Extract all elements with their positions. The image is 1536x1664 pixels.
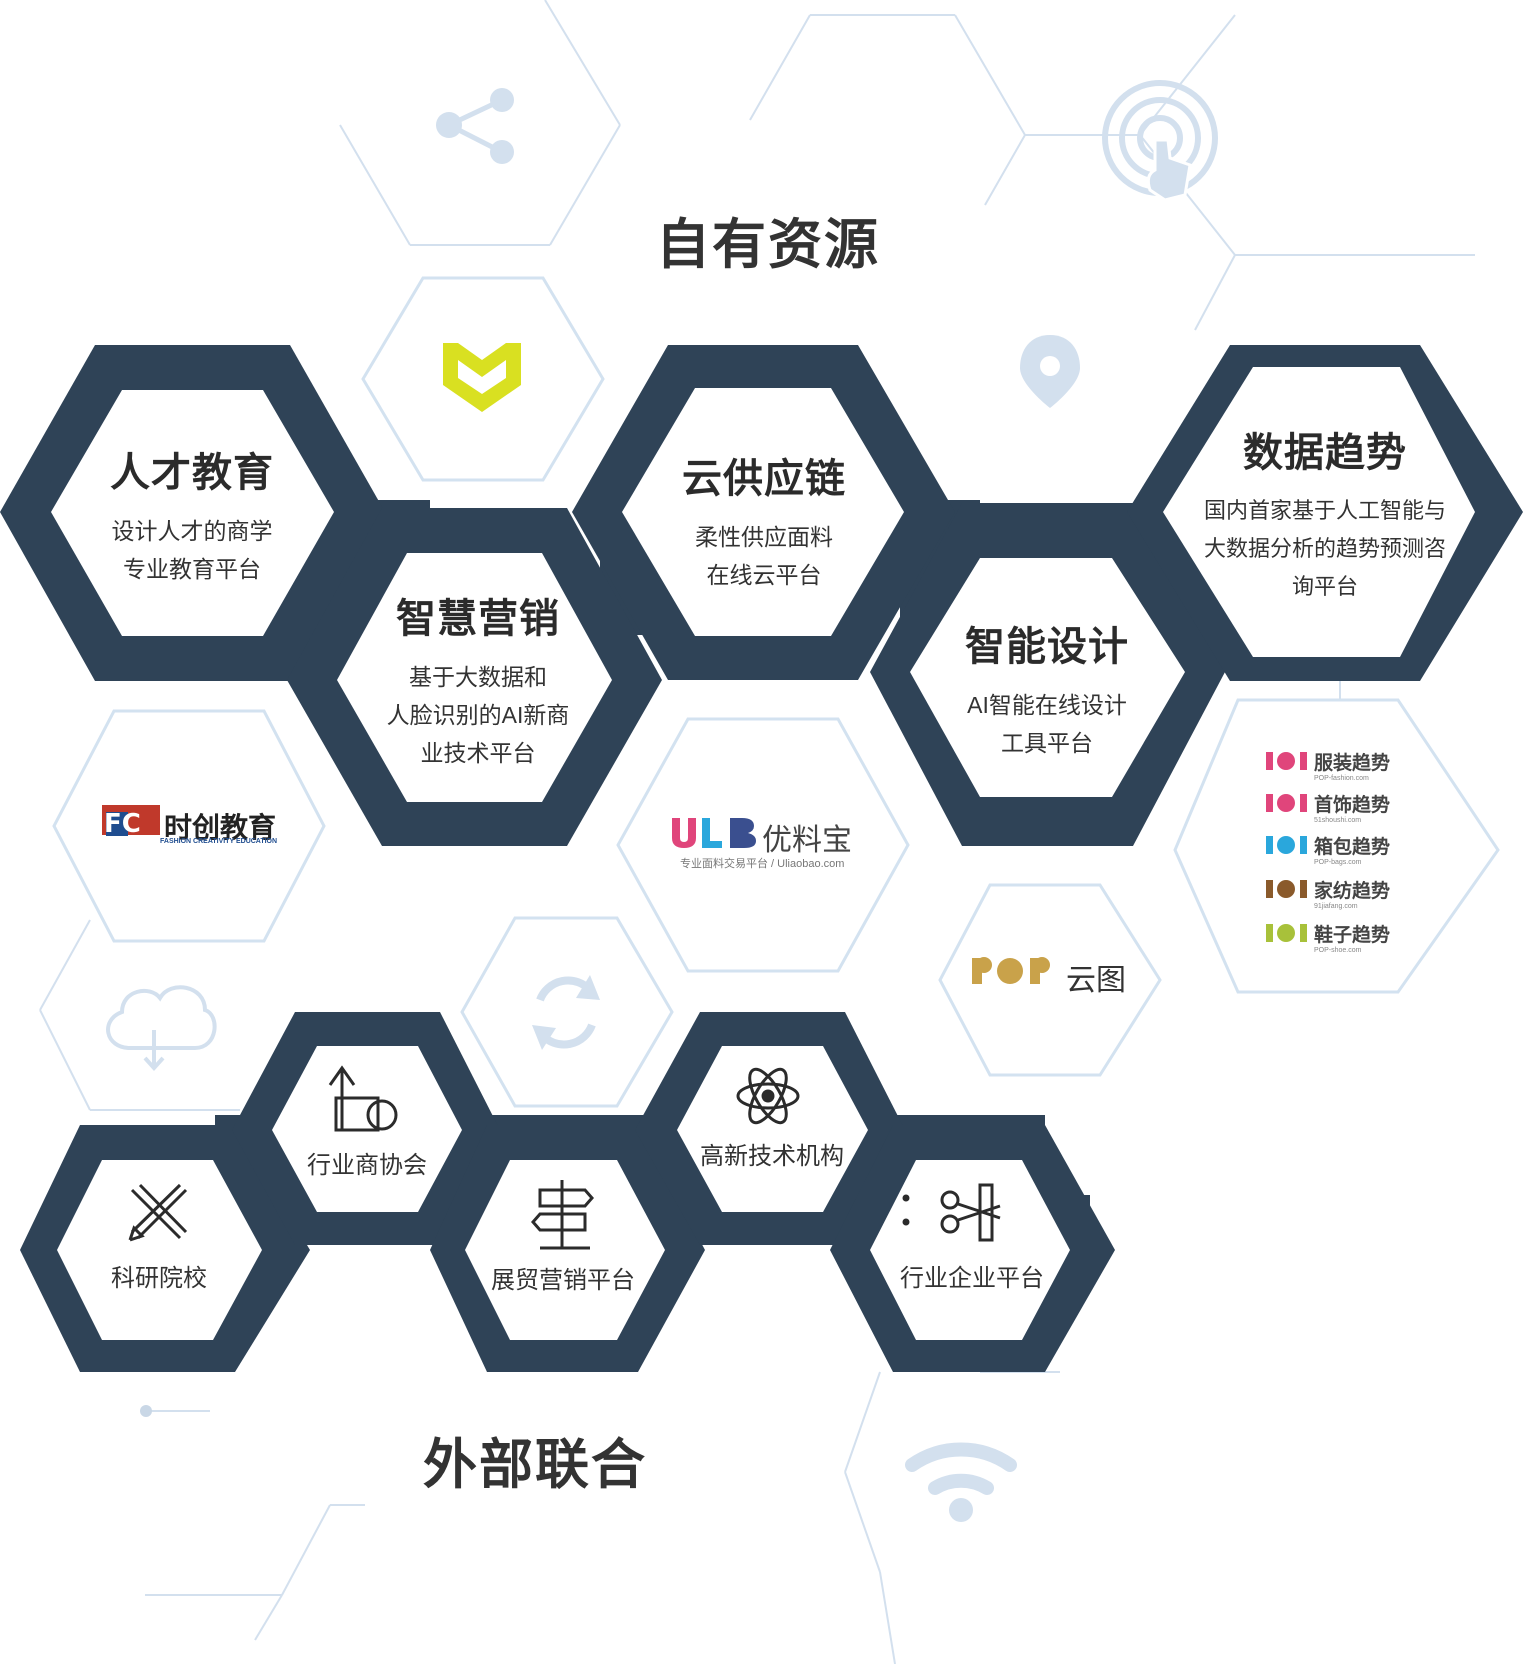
pop-list-sub: POP-bags.com [1314, 859, 1362, 866]
pop-list-name: 鞋子趋势 [1314, 924, 1391, 946]
pop-list-name: 箱包趋势 [1314, 836, 1391, 858]
pop-list-name: 家纺趋势 [1314, 880, 1391, 902]
hex-outline-yellow-logo [361, 276, 605, 482]
pop-list-sub: POP-fashion.com [1314, 775, 1369, 782]
fc-logo-name: 时创教育 [164, 811, 277, 844]
own-desc-line: 设计人才的商学 [111, 518, 273, 544]
own-desc-line: 人脸识别的AI新商 [386, 702, 570, 728]
yellow-m-logo [443, 343, 521, 412]
ulb-logo-name: 优料宝 [762, 823, 852, 858]
pop-list-item: 服装趋势 POP-fashion.com [1314, 748, 1390, 782]
line-node-dot [140, 1405, 152, 1417]
own-title: 智慧营销 [395, 596, 560, 642]
white-hexagons [51, 367, 1475, 802]
pop-list-sub: POP-shoe.com [1314, 947, 1362, 954]
own-desc-line: 大数据分析的趋势预测咨 [1203, 536, 1447, 561]
pop-list-marks [1266, 752, 1307, 942]
own-desc: 国内首家基于人工智能与 大数据分析的趋势预测咨 询平台 [1204, 492, 1446, 606]
own-desc-line: 工具平台 [1001, 730, 1093, 756]
hex-outline-ulb-logo [616, 717, 910, 973]
own-desc-line: 询平台 [1291, 574, 1359, 599]
own-desc-line: 在线云平台 [706, 562, 822, 588]
own-desc: AI智能在线设计 工具平台 [965, 686, 1129, 762]
pop-list-item: 箱包趋势 POP-bags.com [1314, 832, 1390, 866]
pop-list-item: 首饰趋势 51shoushi.com [1314, 790, 1390, 824]
ulb-logo-mark [672, 818, 756, 848]
pop-list-name: 首饰趋势 [1314, 794, 1391, 816]
touch-icon [1102, 80, 1218, 202]
external-research-label: 科研院校 [111, 1265, 207, 1292]
own-desc-line: 柔性供应面料 [695, 524, 833, 550]
pop-list-item: 家纺趋势 91jiafang.com [1314, 876, 1390, 910]
wifi-icon [905, 1442, 1017, 1522]
signpost-icon [531, 1180, 594, 1250]
own-desc-line: 国内首家基于人工智能与 [1203, 498, 1447, 523]
svg-text:FC: FC [104, 809, 141, 839]
own-title: 智能设计 [965, 624, 1129, 670]
pencil-ruler-icon [128, 1183, 188, 1242]
external-association-label: 行业商协会 [307, 1152, 427, 1179]
share-icon [436, 88, 514, 164]
refresh-icon [532, 975, 600, 1050]
hex-outline-fc-logo [52, 709, 326, 943]
pop-cloud-name: 云图 [1066, 964, 1126, 997]
pop-cloud-mark [972, 957, 1050, 984]
atom-icon [736, 1067, 800, 1125]
own-talent-education: 人才教育 设计人才的商学 专业教育平台 [110, 440, 274, 588]
own-title: 云供应链 [682, 456, 846, 502]
hex-outline-pop-list [1173, 698, 1500, 994]
outline-hexagons [52, 276, 1500, 1108]
hex-outline-pop-cloud [938, 883, 1162, 1077]
fc-logo-mark: FC [102, 805, 160, 839]
external-white [57, 1046, 1070, 1340]
own-cloud-supply-chain: 云供应链 柔性供应面料 在线云平台 [682, 446, 846, 594]
own-smart-marketing: 智慧营销 基于大数据和 人脸识别的AI新商 业技术平台 [387, 586, 570, 772]
location-pin-icon [1020, 335, 1080, 408]
own-desc: 柔性供应面料 在线云平台 [682, 518, 846, 594]
scissors-tape-icon [902, 1183, 1001, 1242]
finance-growth-icon [328, 1065, 398, 1132]
pop-list-sub: 51shoushi.com [1314, 817, 1362, 824]
pop-list-sub: 91jiafang.com [1314, 903, 1358, 910]
pop-list-item: 鞋子趋势 POP-shoe.com [1314, 920, 1390, 954]
own-desc-line: 业技术平台 [420, 740, 536, 766]
hex-outline-refresh [460, 916, 674, 1108]
pop-list-name: 服装趋势 [1314, 752, 1391, 774]
own-title: 数据趋势 [1242, 430, 1407, 476]
own-title: 人才教育 [110, 450, 274, 496]
own-desc-line: 基于大数据和 [408, 664, 547, 690]
external-expo-label: 展贸营销平台 [491, 1267, 635, 1294]
own-desc-line: 专业教育平台 [123, 556, 261, 582]
section-title-own: 自有资源 [656, 213, 880, 276]
ulb-logo-tag: 专业面料交易平台 / Uliaobao.com [680, 858, 845, 870]
own-data-trend: 数据趋势 国内首家基于人工智能与 大数据分析的趋势预测咨 询平台 [1204, 420, 1446, 606]
own-desc-line: AI智能在线设计 [967, 692, 1127, 718]
own-smart-design: 智能设计 AI智能在线设计 工具平台 [965, 614, 1129, 762]
external-hightech-label: 高新技术机构 [700, 1143, 844, 1170]
own-desc: 设计人才的商学 专业教育平台 [110, 512, 274, 588]
fc-logo-tag: FASHION CREATIVITY EDUCATION [160, 838, 278, 845]
own-desc: 基于大数据和 人脸识别的AI新商 业技术平台 [387, 658, 570, 772]
section-title-external: 外部联合 [423, 1433, 647, 1496]
cloud-download-icon [106, 985, 217, 1071]
external-enterprise-label: 行业企业平台 [900, 1265, 1044, 1292]
